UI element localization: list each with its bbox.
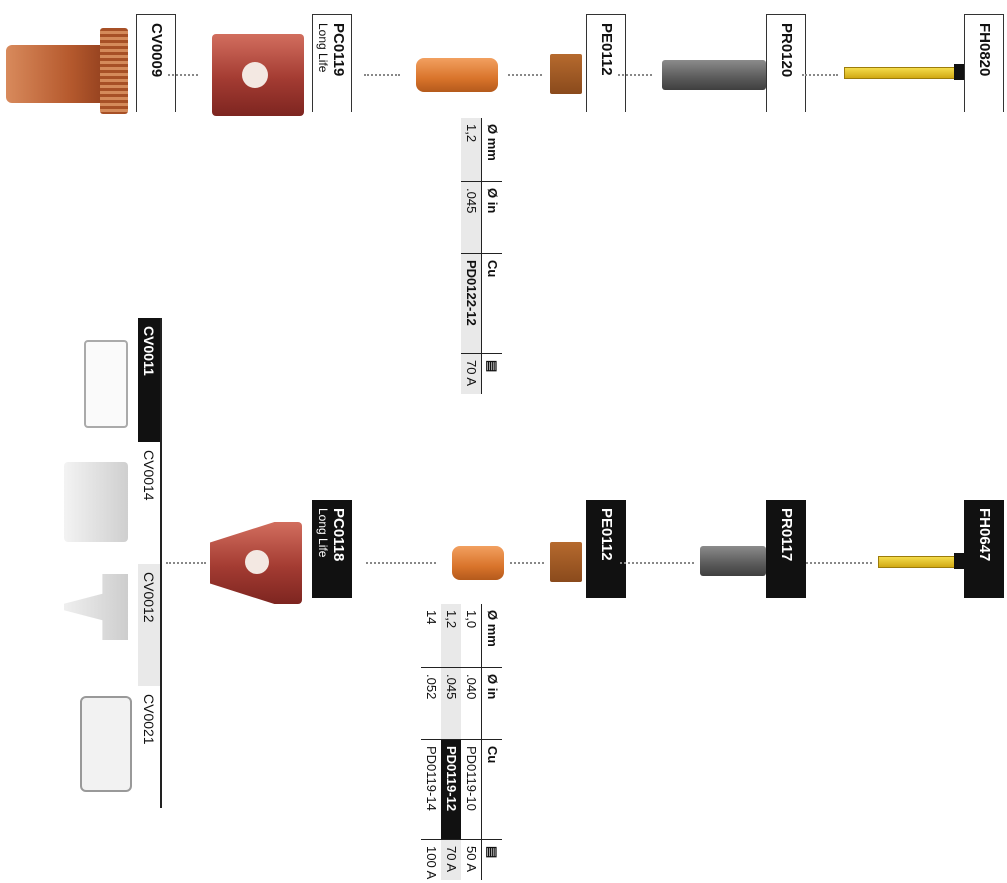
connector-dots — [510, 562, 544, 564]
shield-cup-image — [6, 45, 111, 103]
connector-dots — [366, 562, 436, 564]
stack-icon: ▤ — [482, 840, 502, 880]
connector-dots — [802, 74, 838, 76]
label-cv0021: CV0021 — [138, 686, 160, 808]
nozzle-image — [452, 546, 504, 580]
table-row: 1,2 .045 PD0122-12 70 A — [461, 118, 481, 394]
label-cv0014: CV0014 — [138, 442, 160, 564]
label-cv0012: CV0012 — [138, 564, 160, 686]
table-header-row: Ø mm Ø in Cu ▤ — [481, 604, 502, 880]
header-mm: Ø mm — [482, 118, 502, 182]
connector-dots — [618, 74, 652, 76]
label-pe0112-top: PE0112 — [586, 14, 626, 112]
connector-dots — [620, 562, 694, 564]
torch-logo-icon — [245, 550, 269, 574]
table-row: 14 .052 PD0119-14 100 A — [421, 604, 441, 880]
accessory-cv0011-image — [84, 340, 128, 428]
connector-dots — [508, 74, 542, 76]
swirl-ring-image — [550, 542, 582, 582]
top-spec-table: Ø mm Ø in Cu ▤ 1,2 .045 PD0122-12 70 A — [461, 118, 502, 394]
label-pc0118: PC0118 Long Life — [312, 500, 352, 598]
swirl-ring-image — [550, 54, 582, 94]
table-header-row: Ø mm Ø in Cu ▤ — [481, 118, 502, 394]
electrode-image — [700, 546, 766, 576]
table-row: 1,0 .040 PD0119-10 50 A — [461, 604, 481, 880]
label-pr0120: PR0120 — [766, 14, 806, 112]
connector-dots — [166, 562, 206, 564]
gas-tube-image — [878, 556, 958, 568]
connector-dots — [168, 74, 198, 76]
accessory-cv0021-image — [80, 696, 132, 792]
header-cu: Cu — [482, 740, 502, 840]
electrode-image — [662, 60, 766, 90]
label-fh0647: FH0647 — [964, 500, 1004, 598]
connector-dots — [364, 74, 400, 76]
table-row: 1,2 .045 PD0119-12 70 A — [441, 604, 461, 880]
shield-cup-knurl — [100, 28, 128, 114]
nozzle-image — [416, 58, 498, 92]
connector-dots — [806, 562, 872, 564]
header-in: Ø in — [482, 182, 502, 254]
accessory-cv0014-image — [64, 462, 128, 542]
label-pr0117: PR0117 — [766, 500, 806, 598]
header-mm: Ø mm — [482, 604, 502, 668]
label-cv0011: CV0011 — [138, 318, 160, 442]
accessory-cv0012-image — [64, 574, 128, 640]
label-cv0009: CV0009 — [136, 14, 176, 112]
gas-tube-image — [844, 67, 958, 79]
accessory-strip-line — [160, 318, 162, 808]
stack-icon: ▤ — [482, 354, 502, 394]
label-pc0119: PC0119 Long Life — [312, 14, 352, 112]
label-fh0820: FH0820 — [964, 14, 1004, 112]
header-in: Ø in — [482, 668, 502, 740]
torch-logo-icon — [242, 62, 268, 88]
label-pe0112-bottom: PE0112 — [586, 500, 626, 598]
bottom-spec-table: Ø mm Ø in Cu ▤ 1,0 .040 PD0119-10 50 A 1… — [421, 604, 502, 880]
header-cu: Cu — [482, 254, 502, 354]
